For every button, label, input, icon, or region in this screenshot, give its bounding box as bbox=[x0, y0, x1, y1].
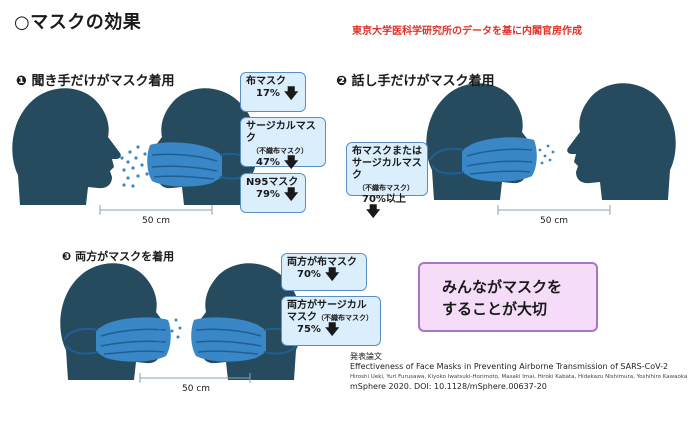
box-value: 70% bbox=[297, 269, 321, 280]
distance-label-1: 50 cm bbox=[142, 216, 171, 226]
result-box-n95: N95マスク 79%🡇 bbox=[240, 173, 306, 213]
box-label-2: サージカルマスク bbox=[352, 158, 422, 181]
reference-citation: mSphere 2020. DOI: 10.1128/mSphere.00637… bbox=[350, 382, 547, 391]
result-box-cloth: 布マスク 17%🡇 bbox=[240, 72, 306, 112]
section-1-label: 聞き手だけがマスク着用 bbox=[31, 74, 175, 89]
box-label: 布マスク bbox=[246, 76, 286, 87]
speaker-head-1 bbox=[12, 88, 121, 205]
down-arrow-icon: 🡇 bbox=[283, 86, 299, 102]
down-arrow-icon: 🡇 bbox=[324, 267, 340, 283]
message-line-1: みんながマスクを bbox=[442, 278, 563, 296]
box-value: 75% bbox=[297, 324, 321, 335]
reference-title: Effectiveness of Face Masks in Preventin… bbox=[350, 362, 669, 371]
droplets-1 bbox=[120, 145, 152, 188]
down-arrow-icon: 🡇 bbox=[283, 155, 299, 171]
result-box-surgical: サージカルマスク （不織布マスク） 47%🡇 bbox=[240, 117, 326, 171]
box-value-row: 17%🡇 bbox=[256, 86, 300, 102]
result-box-both-surgical: 両方がサージカル マスク（不織布マスク） 75%🡇 bbox=[281, 296, 381, 346]
listener-head-2 bbox=[567, 83, 676, 200]
droplets-3 bbox=[158, 318, 182, 342]
section-3-header: ❸ 両方がマスクを着用 bbox=[62, 248, 174, 264]
down-arrow-icon: 🡇 bbox=[366, 204, 381, 220]
distance-line-3 bbox=[139, 373, 251, 383]
reference-authors: Hiroshi Ueki, Yuri Furusawa, Kiyoko Iwat… bbox=[350, 374, 688, 380]
distance-line-2 bbox=[497, 205, 611, 215]
box-label: 両方が布マスク bbox=[287, 257, 357, 268]
speaker-head-3 bbox=[60, 263, 172, 380]
distance-label-3: 50 cm bbox=[182, 384, 211, 394]
down-arrow-icon: 🡇 bbox=[324, 322, 340, 338]
message-line-2: することが大切 bbox=[442, 300, 548, 318]
section-2-label: 話し手だけがマスク着用 bbox=[351, 74, 495, 89]
section-2-header: ❷ 話し手だけがマスク着用 bbox=[336, 70, 495, 89]
result-box-both-cloth: 両方が布マスク 70%🡇 bbox=[281, 253, 367, 291]
box-value-row: 70%🡇 bbox=[297, 267, 361, 283]
droplets-2 bbox=[538, 144, 555, 165]
box-label: N95マスク bbox=[246, 177, 299, 188]
box-label: 布マスクまたは bbox=[352, 146, 422, 157]
box-sublabel: （不織布マスク） bbox=[358, 184, 414, 192]
box-value: 79% bbox=[256, 189, 280, 200]
box-label: 両方がサージカル bbox=[287, 300, 367, 311]
page-title: ○マスクの効果 bbox=[14, 12, 142, 33]
box-sublabel: （不織布マスク） bbox=[317, 314, 373, 322]
box-value-row: 79%🡇 bbox=[256, 187, 300, 203]
box-sublabel: （不織布マスク） bbox=[252, 147, 308, 155]
box-value: 47% bbox=[256, 157, 280, 168]
box-value-row: 75%🡇 bbox=[297, 322, 375, 338]
section-3-label: 両方がマスクを着用 bbox=[75, 250, 175, 263]
speaker-head-2 bbox=[426, 83, 538, 200]
box-label-2: マスク bbox=[287, 312, 317, 323]
box-value: 17% bbox=[256, 88, 280, 99]
result-box-speaker-mask: 布マスクまたは サージカルマスク （不織布マスク） 70%以上🡇 bbox=[346, 142, 428, 219]
reference-block: 発表論文 Effectiveness of Face Masks in Prev… bbox=[350, 352, 687, 392]
box-value-row: 47%🡇 bbox=[256, 155, 320, 171]
distance-label-2: 50 cm bbox=[540, 216, 569, 226]
source-note: 東京大学医科学研究所のデータを基に内閣官房作成 bbox=[352, 26, 582, 37]
section-3-number: ❸ bbox=[62, 250, 72, 263]
message-box: みんながマスクを することが大切 bbox=[418, 262, 598, 332]
down-arrow-icon: 🡇 bbox=[283, 187, 299, 203]
box-value-row: 70%以上🡇 bbox=[362, 194, 422, 220]
box-value: 70%以上 bbox=[362, 194, 406, 205]
section-2-number: ❷ bbox=[336, 74, 348, 89]
section-1-number: ❶ bbox=[16, 74, 28, 89]
reference-heading: 発表論文 bbox=[350, 352, 382, 361]
section-1-header: ❶ 聞き手だけがマスク着用 bbox=[16, 70, 175, 89]
distance-line-1 bbox=[99, 205, 213, 215]
box-label-row: マスク（不織布マスク） bbox=[287, 312, 375, 324]
box-label: サージカルマスク bbox=[246, 121, 316, 144]
